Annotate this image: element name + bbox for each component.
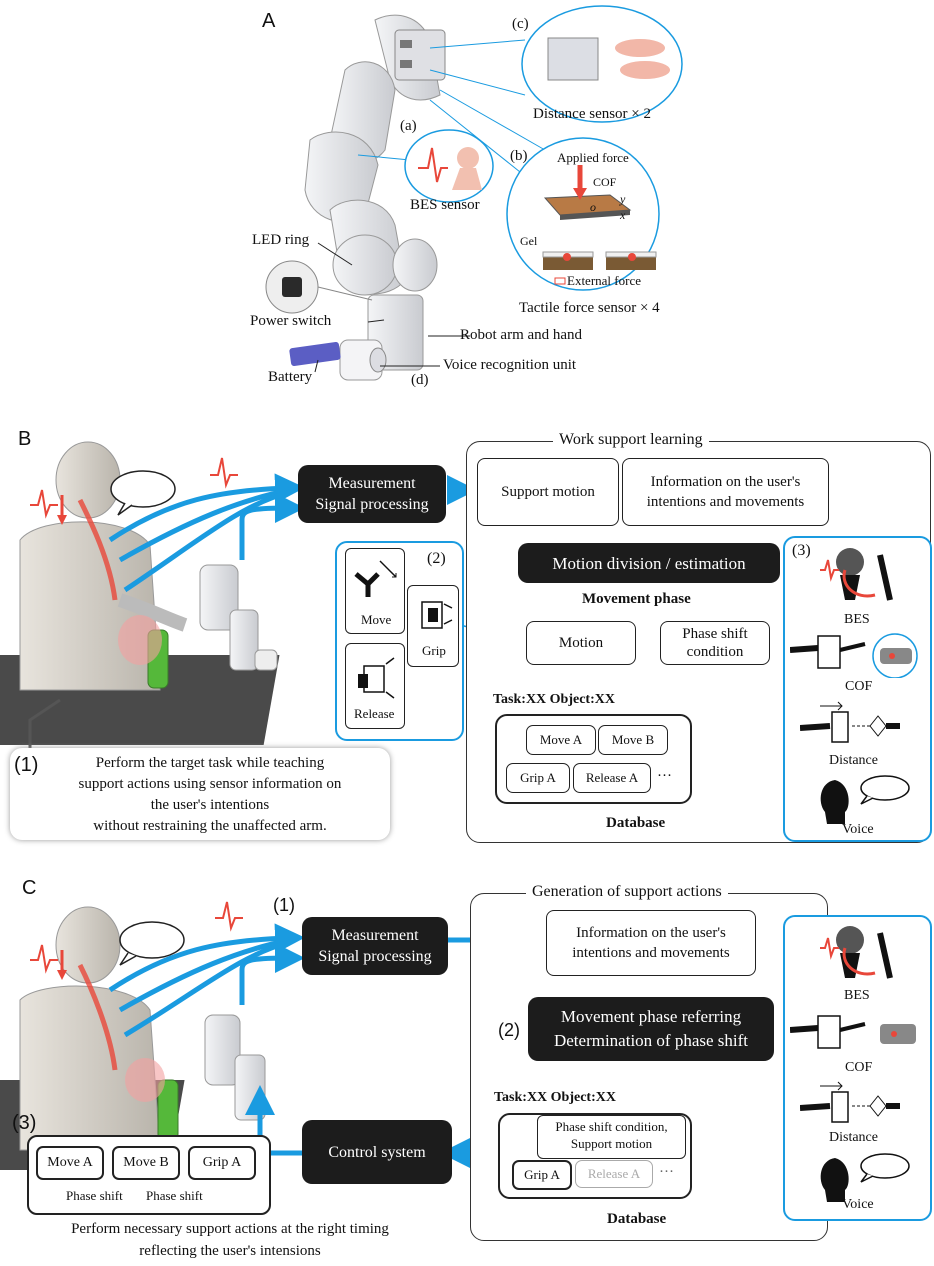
external-force-label: External force <box>567 273 641 288</box>
phase-shift-label-1: Phase shift <box>66 1188 123 1203</box>
phase-shift-label-2: Phase shift <box>146 1188 203 1203</box>
info-intentions-box-c: Information on the user's intentions and… <box>546 910 756 976</box>
panel-c-label-1: (1) <box>273 895 295 915</box>
distance-sensor-label: Distance sensor × 2 <box>533 106 652 122</box>
move-gripper-icon <box>354 560 397 597</box>
bes-icon <box>815 540 905 610</box>
gel-label: Gel <box>520 234 538 248</box>
bes-icon-c <box>815 918 905 988</box>
label-c: (c) <box>512 16 529 32</box>
work-support-learning-title: Work support learning <box>553 431 709 449</box>
grip-card <box>407 585 459 667</box>
label-a: (a) <box>400 118 417 134</box>
panelA-callouts <box>357 5 683 291</box>
task-object-label: Task:XX Object:XX <box>493 692 615 707</box>
move-label: Move <box>361 612 392 627</box>
voice-icon <box>815 772 915 824</box>
bes-label-b: BES <box>844 612 870 627</box>
phase-referring-block: Movement phase referring Determination o… <box>528 997 774 1061</box>
panel-b-label-2: (2) <box>427 550 446 567</box>
caption-box-b <box>10 748 390 840</box>
release-card <box>345 643 405 729</box>
control-system-block: Control system <box>302 1120 452 1184</box>
seq-grip-a: Grip A <box>188 1146 256 1180</box>
bes-label-c: BES <box>844 988 870 1003</box>
motion-box: Motion <box>526 621 636 665</box>
panel-a-label: A <box>262 10 276 32</box>
robot-arm-label: Robot arm and hand <box>460 327 583 343</box>
axis-y: y <box>620 192 626 206</box>
grip-gripper-icon <box>421 601 453 629</box>
callout-phase-shift: Phase shift condition, Support motion <box>537 1115 686 1159</box>
task-object-label-c: Task:XX Object:XX <box>494 1090 616 1105</box>
support-motion-box: Support motion <box>477 458 619 526</box>
grip-a-pill-c: Grip A <box>512 1160 572 1190</box>
cof-icon-c <box>790 1010 930 1058</box>
caption-c: Perform necessary support actions at the… <box>71 1221 389 1259</box>
panelB-person-illustration <box>0 441 280 760</box>
robot-arm-illustration <box>265 14 470 381</box>
db-item-move-b: Move B <box>598 725 668 755</box>
distance-label-b: Distance <box>829 753 878 768</box>
info-intentions-box: Information on the user's intentions and… <box>622 458 829 526</box>
move-card <box>345 548 405 634</box>
database-label: Database <box>606 815 666 831</box>
measurement-block: Measurement Signal processing <box>298 465 446 523</box>
label-b: (b) <box>510 148 528 164</box>
distance-label-c: Distance <box>829 1130 878 1145</box>
seq-move-a: Move A <box>36 1146 104 1180</box>
distance-icon-c <box>800 1080 900 1128</box>
measurement-block-c: Measurement Signal processing <box>302 917 448 975</box>
axis-x: x <box>620 208 626 222</box>
caption-b: Perform the target task while teaching s… <box>78 755 342 834</box>
battery-label: Battery <box>268 369 313 385</box>
panel-c-label-3: (3) <box>12 1112 37 1134</box>
db-item-move-a: Move A <box>526 725 596 755</box>
generation-support-title: Generation of support actions <box>526 883 728 901</box>
voice-unit-label: Voice recognition unit <box>443 357 577 373</box>
power-switch-label: Power switch <box>250 313 332 329</box>
release-label: Release <box>354 706 395 721</box>
cof-label-b: COF <box>845 679 873 694</box>
tactile-sensor-label: Tactile force sensor × 4 <box>519 300 660 316</box>
label-d: (d) <box>411 372 429 388</box>
cof-label-a: COF <box>593 175 617 189</box>
voice-icon-c <box>815 1150 915 1202</box>
phase-shift-condition-box: Phase shift condition <box>660 621 770 665</box>
db-more-c: ··· <box>659 1164 674 1180</box>
panel-b-label-3: (3) <box>792 542 811 559</box>
motion-division-block: Motion division / estimation <box>518 543 780 583</box>
led-ring-label: LED ring <box>252 232 310 248</box>
panel-b-label: B <box>18 428 32 450</box>
voice-label-c: Voice <box>842 1197 874 1212</box>
distance-icon <box>800 700 900 748</box>
grip-label: Grip <box>422 643 446 658</box>
voice-label-b: Voice <box>842 822 874 837</box>
release-a-pill-c: Release A <box>575 1160 653 1188</box>
database-label-c: Database <box>607 1211 667 1227</box>
applied-force-label: Applied force <box>557 150 629 165</box>
release-gripper-icon <box>358 657 395 699</box>
panel-c-label: C <box>22 877 37 899</box>
bes-sensor-label: BES sensor <box>410 197 480 213</box>
axis-o: o <box>590 200 596 214</box>
cof-label-c: COF <box>845 1060 873 1075</box>
db-item-grip-a: Grip A <box>506 763 570 793</box>
movement-phase-label: Movement phase <box>582 591 691 607</box>
seq-move-b: Move B <box>112 1146 180 1180</box>
panel-b-label-1: (1) <box>14 754 39 776</box>
db-item-release-a: Release A <box>573 763 651 793</box>
panel-c-label-2: (2) <box>498 1020 520 1040</box>
db-item-more: ··· <box>657 768 672 784</box>
cof-icon <box>790 630 930 678</box>
